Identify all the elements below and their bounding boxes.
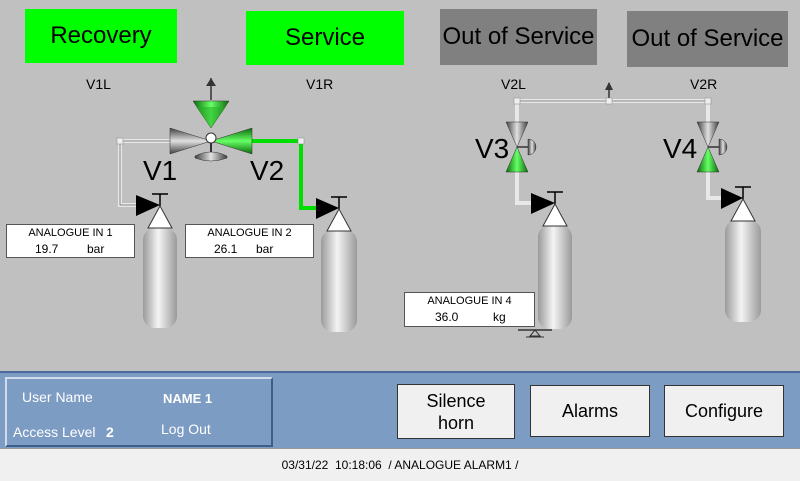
- configure-button[interactable]: Configure: [664, 385, 784, 437]
- cylinder-v1r-icon: [316, 196, 357, 332]
- cylinder-label-v2l: V2L: [501, 76, 526, 92]
- cylinder-v2r-icon: [721, 186, 761, 322]
- user-info-box: User Name NAME 1 Access Level 2 Log Out: [5, 377, 273, 447]
- out-of-service-button-2[interactable]: Out of Service: [627, 11, 788, 67]
- valve-label-v3: V3: [475, 133, 510, 164]
- silence-horn-button[interactable]: Silence horn: [397, 384, 515, 439]
- readout-unit: bar: [87, 242, 105, 256]
- cylinder-v2l-icon: [531, 191, 572, 329]
- valve-v4-icon: [696, 121, 728, 173]
- silence-horn-label-1: Silence: [426, 390, 486, 411]
- alarms-button[interactable]: Alarms: [530, 385, 650, 437]
- process-diagram: [116, 78, 761, 338]
- cylinder-v1l-icon: [136, 193, 177, 328]
- readout-title: ANALOGUE IN 2: [207, 227, 292, 239]
- readout-value: 19.7: [35, 242, 59, 256]
- alarm-status-text: 03/31/22 10:18:06 / ANALOGUE ALARM1 /: [281, 458, 519, 472]
- valve-label-v2: V2: [250, 155, 285, 186]
- readout-unit: bar: [256, 242, 274, 256]
- readout-unit: kg: [493, 310, 506, 324]
- pipe-v4: [706, 172, 724, 200]
- analogue-in-2-readout: ANALOGUE IN 2 26.1 bar: [185, 224, 314, 258]
- pipe-v2-active: [250, 139, 316, 210]
- access-level-value: 2: [106, 424, 114, 440]
- valve-v3-icon: [505, 121, 537, 173]
- scale-icon: [518, 329, 552, 338]
- recovery-button[interactable]: Recovery: [25, 9, 177, 63]
- cylinder-label-v1r: V1R: [306, 76, 334, 92]
- cylinder-label-v1l: V1L: [86, 76, 111, 92]
- valve-label-v4: V4: [663, 133, 698, 164]
- silence-horn-label-2: horn: [437, 412, 475, 433]
- log-out-link[interactable]: Log Out: [161, 421, 211, 437]
- manifold-valve-icon: [169, 78, 253, 162]
- cylinder-label-v2r: V2R: [690, 76, 718, 92]
- access-level-label: Access Level: [13, 424, 96, 440]
- pipe-v3: [515, 172, 532, 205]
- readout-value: 36.0: [435, 310, 459, 324]
- analogue-in-4-readout: ANALOGUE IN 4 36.0 kg: [404, 292, 535, 327]
- readout-title: ANALOGUE IN 4: [427, 295, 512, 307]
- out-of-service-button-1[interactable]: Out of Service: [440, 9, 597, 65]
- readout-value: 26.1: [214, 242, 238, 256]
- analogue-in-1-readout: ANALOGUE IN 1 19.7 bar: [6, 224, 135, 258]
- user-name-label: User Name: [22, 389, 93, 405]
- valve-label-v1: V1: [143, 155, 178, 186]
- readout-title: ANALOGUE IN 1: [28, 227, 113, 239]
- alarm-status-bar: 03/31/22 10:18:06 / ANALOGUE ALARM1 /: [0, 448, 800, 481]
- user-name-value: NAME 1: [163, 391, 213, 406]
- service-button[interactable]: Service: [246, 11, 404, 65]
